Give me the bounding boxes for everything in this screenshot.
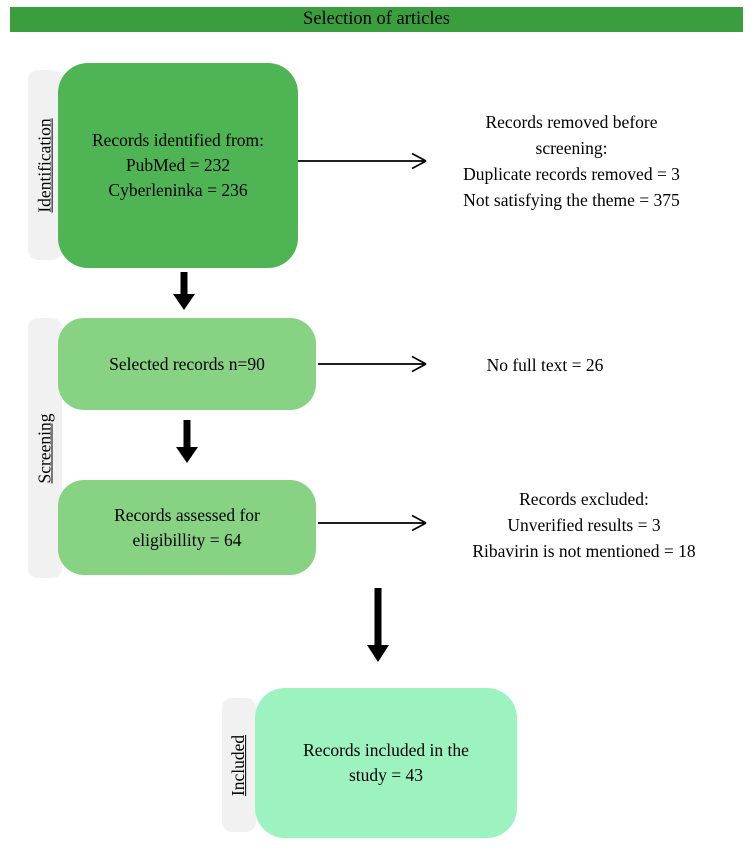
- stage-label-identification: Identification: [28, 70, 62, 260]
- arrow-identified-to-selected: [173, 272, 195, 310]
- no-full-text-line1: No full text = 26: [486, 355, 604, 375]
- records-identified-line2: PubMed = 232: [125, 155, 231, 175]
- records-identified-line3: Cyberleninka = 236: [108, 180, 248, 200]
- stage-label-screening-text: Screening: [34, 413, 55, 483]
- records-assessed-line1: Records assessed for: [114, 504, 260, 525]
- selected-records-box: Selected records n=90: [58, 318, 316, 410]
- diagram-title-bar: Selection of articles: [10, 7, 743, 32]
- records-assessed-box: Records assessed for eligibillity = 64: [58, 480, 316, 575]
- records-identified-line1: Records identified from:: [91, 130, 265, 150]
- no-full-text-note: No full text = 26: [430, 352, 660, 378]
- diagram-title: Selection of articles: [303, 9, 450, 29]
- stage-label-screening: Screening: [28, 318, 62, 578]
- arrow-assessed-to-excluded: [318, 514, 427, 532]
- records-included-box: Records included in the study = 43: [255, 688, 517, 838]
- selected-records-line1: Selected records n=90: [109, 353, 265, 374]
- records-removed-line3: Duplicate records removed = 3: [463, 164, 680, 184]
- records-removed-note: Records removed before screening: Duplic…: [398, 109, 745, 213]
- records-identified-box: Records identified from: PubMed = 232 Cy…: [58, 63, 298, 268]
- records-removed-line4: Not satisfying the theme = 375: [463, 190, 680, 210]
- arrow-assessed-to-included: [367, 588, 389, 662]
- arrow-selected-to-no-full-text: [318, 355, 427, 373]
- records-assessed-line2: eligibillity = 64: [132, 529, 242, 550]
- stage-label-included: Included: [222, 698, 256, 832]
- records-excluded-line2: Unverified results = 3: [507, 515, 661, 535]
- arrow-selected-to-assessed: [176, 420, 198, 463]
- arrow-identified-to-removed: [298, 152, 427, 170]
- records-excluded-line1: Records excluded:: [519, 489, 649, 509]
- records-excluded-line3: Ribavirin is not mentioned = 18: [472, 541, 696, 561]
- records-removed-line1: Records removed before: [485, 112, 658, 132]
- records-excluded-note: Records excluded: Unverified results = 3…: [428, 486, 740, 564]
- records-included-line2: study = 43: [348, 765, 424, 785]
- records-removed-line2: screening:: [535, 138, 608, 158]
- stage-label-identification-text: Identification: [34, 117, 55, 213]
- records-included-line1: Records included in the: [303, 740, 469, 760]
- stage-label-included-text: Included: [228, 734, 249, 796]
